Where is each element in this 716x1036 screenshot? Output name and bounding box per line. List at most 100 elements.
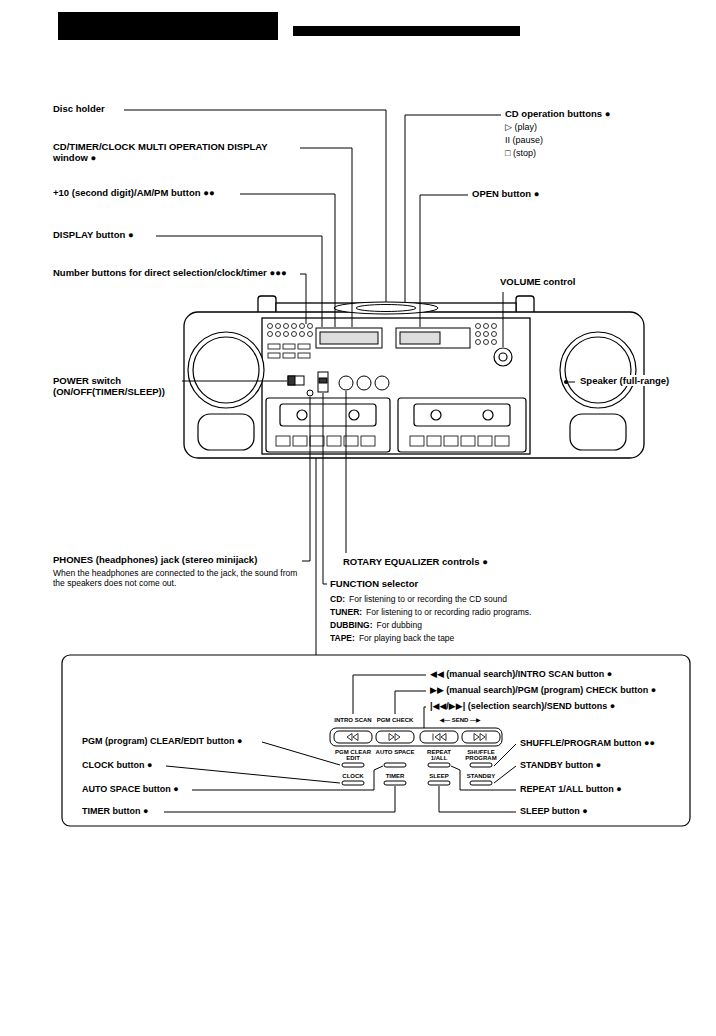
small-buttons xyxy=(410,436,424,446)
panel-marking: PGM CLEAR EDIT xyxy=(333,749,373,761)
inset-panel xyxy=(62,655,690,826)
part-label: Disc holder xyxy=(53,103,105,114)
volume-knob xyxy=(499,353,507,361)
button-panel xyxy=(470,781,492,785)
small-buttons xyxy=(361,436,375,446)
small-buttons xyxy=(292,332,297,337)
button-panel xyxy=(342,763,364,767)
front-controls xyxy=(288,376,295,385)
button-panel xyxy=(384,763,406,767)
volume-knob xyxy=(494,348,512,366)
small-buttons xyxy=(492,332,497,337)
panel-marking: SHUFFLE PROGRAM xyxy=(461,749,501,761)
front-controls xyxy=(288,376,304,385)
small-buttons xyxy=(268,324,510,447)
leader-line xyxy=(424,707,426,730)
note-text: When the headphones are connected to the… xyxy=(53,568,308,588)
part-label: AUTO SPACE button ● xyxy=(82,784,179,795)
part-label: OPEN button ● xyxy=(472,188,539,199)
small-buttons xyxy=(484,332,489,337)
cassette-deck xyxy=(483,410,493,420)
button-panel xyxy=(384,781,406,785)
small-buttons xyxy=(495,436,509,446)
leader-line xyxy=(300,148,352,327)
small-buttons xyxy=(276,436,290,446)
front-controls xyxy=(318,372,328,392)
small-buttons xyxy=(283,344,295,349)
cassette-deck xyxy=(266,398,390,452)
cassette-deck xyxy=(266,398,526,452)
speaker xyxy=(188,332,264,408)
button-panel xyxy=(376,731,414,743)
part-label: CD operation buttons ● xyxy=(505,108,610,119)
small-buttons xyxy=(292,324,297,329)
small-buttons xyxy=(476,332,481,337)
part-label: STANDBY button ● xyxy=(520,760,601,771)
term-label: CD: xyxy=(330,594,345,604)
button-symbol xyxy=(474,734,486,741)
panel-marking: CLOCK xyxy=(333,773,373,779)
leader-line xyxy=(439,786,516,812)
speaker xyxy=(193,337,259,403)
cassette-deck xyxy=(431,410,441,420)
panel-marking: SLEEP xyxy=(419,773,459,779)
part-label: PHONES (headphones) jack (stereo minijac… xyxy=(53,554,257,565)
leader-line xyxy=(353,675,426,714)
leader-line xyxy=(494,744,516,766)
speaker xyxy=(570,414,626,450)
display-window xyxy=(316,328,470,348)
button-panel xyxy=(342,781,364,785)
button-symbol xyxy=(433,734,446,741)
leader-line xyxy=(302,397,310,561)
panel-marking: TIMER xyxy=(375,773,415,779)
boombox-body xyxy=(184,296,644,458)
boombox-body xyxy=(262,318,530,454)
small-buttons xyxy=(492,324,497,329)
note-text: For playing back the tape xyxy=(359,633,454,643)
leader-line xyxy=(164,786,395,812)
leader-line xyxy=(451,766,516,790)
leader-line xyxy=(156,236,322,327)
panel-marking: INTRO SCAN xyxy=(333,717,373,723)
button-panel xyxy=(330,728,502,785)
small-buttons xyxy=(276,332,281,337)
button-symbol xyxy=(347,734,486,741)
small-buttons xyxy=(268,332,273,337)
panel-marking: PGM CHECK xyxy=(375,717,415,723)
front-controls xyxy=(288,372,389,396)
speaker xyxy=(565,337,631,403)
part-label: CD/TIMER/CLOCK MULTI OPERATION DISPLAY w… xyxy=(53,141,278,164)
term-label: DUBBING: xyxy=(330,620,373,630)
part-label: CLOCK button ● xyxy=(82,760,152,771)
disc-holder xyxy=(334,302,438,314)
display-window xyxy=(400,332,440,344)
leader-line xyxy=(395,691,426,714)
part-label: Number buttons for direct selection/cloc… xyxy=(53,267,293,278)
small-buttons xyxy=(268,344,280,349)
small-buttons xyxy=(327,436,341,446)
speaker xyxy=(198,414,254,450)
leader-line xyxy=(346,391,347,553)
button-panel xyxy=(420,731,458,743)
small-buttons xyxy=(310,436,324,446)
note-text: For listening to or recording the CD sou… xyxy=(349,594,507,604)
small-buttons xyxy=(308,332,313,337)
leader-line xyxy=(300,274,306,324)
small-buttons xyxy=(300,332,305,337)
panel-marking: ◀— SEND —▶ xyxy=(425,717,495,723)
front-controls xyxy=(339,376,353,390)
cassette-deck xyxy=(349,410,359,420)
small-buttons xyxy=(427,436,441,446)
part-label: ▷ (play) xyxy=(505,122,537,133)
inset-panel xyxy=(62,655,690,826)
front-controls xyxy=(357,376,371,390)
leader-line xyxy=(420,195,468,327)
front-controls xyxy=(319,378,327,383)
title-bar xyxy=(58,12,520,40)
disc-holder xyxy=(334,302,438,314)
speaker xyxy=(560,332,636,408)
part-label: +10 (second digit)/AM/PM button ●● xyxy=(53,187,215,198)
part-label: VOLUME control xyxy=(500,276,575,287)
cassette-deck xyxy=(398,398,526,452)
part-label: PGM (program) CLEAR/EDIT button ● xyxy=(82,736,242,747)
